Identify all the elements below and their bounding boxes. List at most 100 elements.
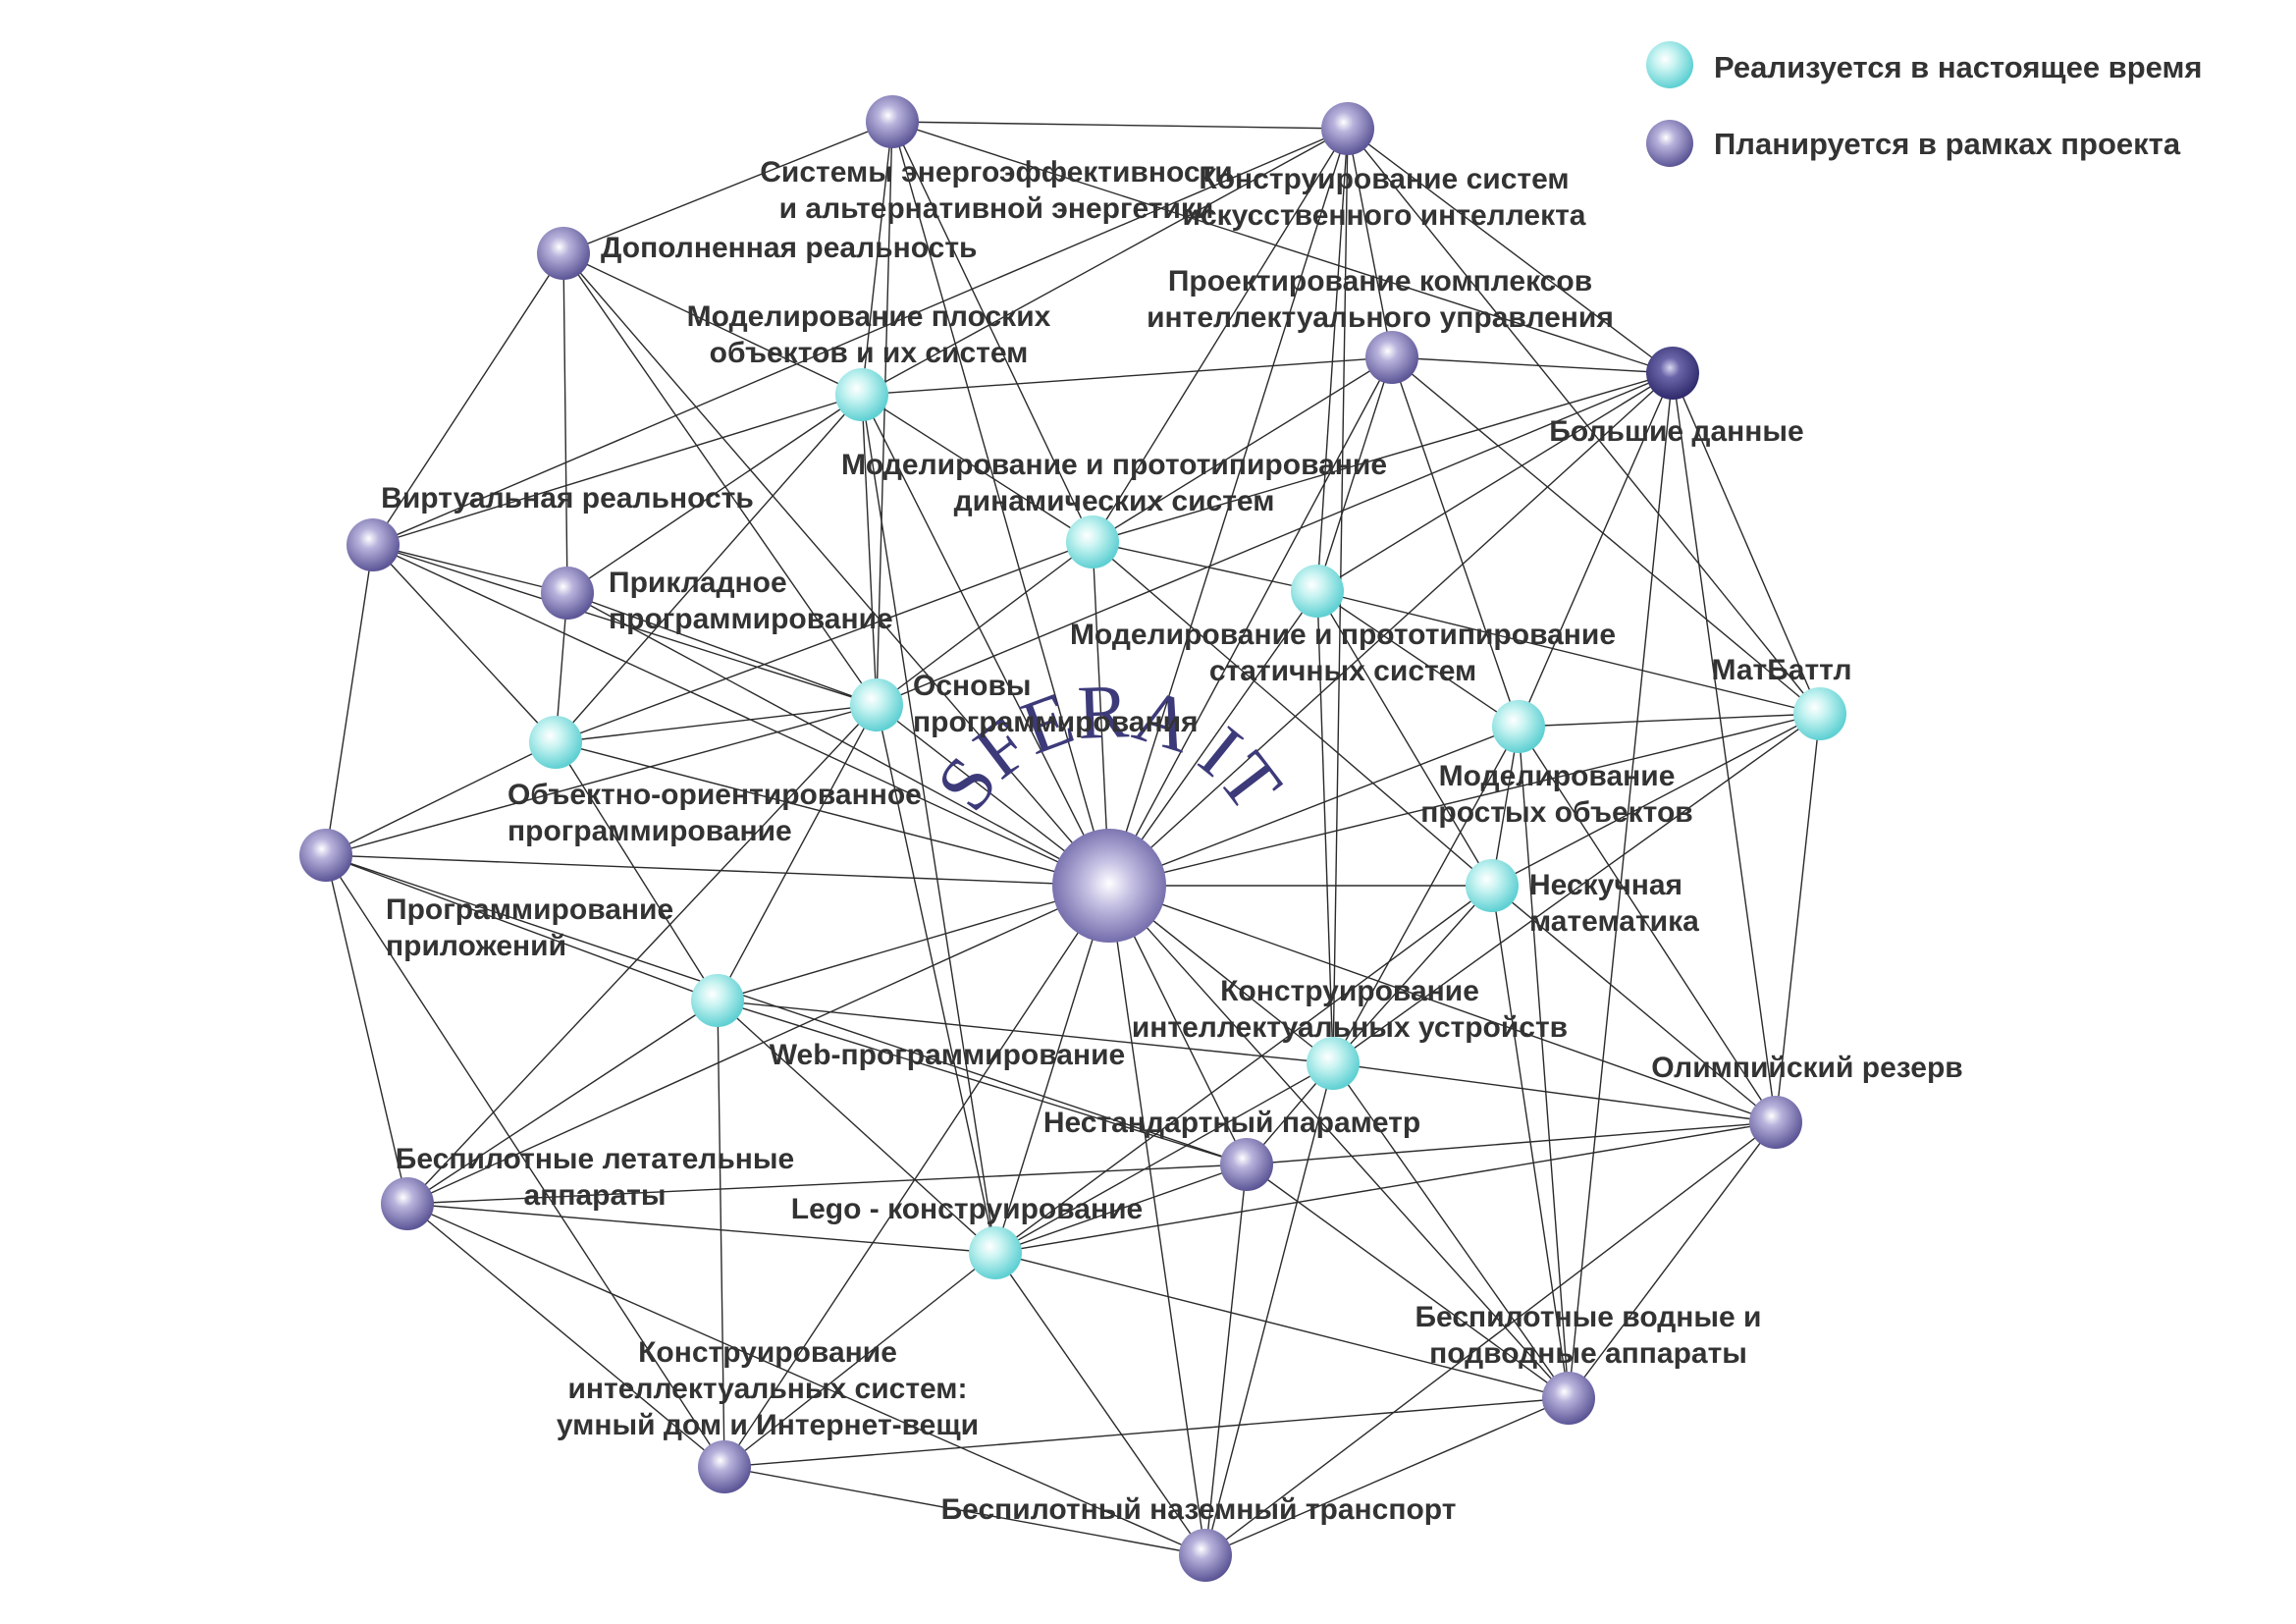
- edge-bigdata-water: [1568, 372, 1674, 1399]
- edge-static-math: [1316, 590, 1493, 887]
- legend-planned-marker: [1646, 120, 1693, 167]
- edge-devices-ground: [1204, 1062, 1334, 1556]
- edge-ai-static: [1316, 128, 1349, 592]
- node-mathbattle: [1793, 687, 1846, 740]
- node-label-line: Моделирование и прототипирование: [841, 449, 1387, 481]
- edge-center-water: [1108, 885, 1570, 1399]
- node-label-line: Основы: [913, 670, 1032, 702]
- edge-web-lego: [717, 1000, 996, 1254]
- node-center: [1052, 829, 1166, 943]
- node-label-lego: Lego - конструирование: [791, 1193, 1143, 1225]
- edge-bigdata-mathbattle: [1672, 372, 1821, 715]
- edge-center-dynamic: [1092, 541, 1110, 887]
- node-label-vr: Виртуальная реальность: [381, 482, 754, 514]
- edge-control-simple: [1391, 356, 1520, 728]
- edge-ar-basics: [562, 252, 878, 706]
- node-energy: [866, 95, 919, 148]
- edge-control-mathbattle: [1391, 356, 1821, 715]
- node-uav: [381, 1177, 434, 1230]
- edge-ai-bigdata: [1347, 128, 1674, 374]
- node-label-line: умный дом и Интернет-вещи: [557, 1409, 979, 1441]
- edge-ar-flat: [562, 252, 863, 396]
- edge-center-olymp: [1108, 885, 1777, 1123]
- edge-uav-lego: [406, 1203, 996, 1254]
- edge-olymp-param: [1246, 1121, 1777, 1165]
- edge-web-param: [717, 1000, 1248, 1165]
- node-simple: [1492, 700, 1545, 753]
- node-label-line: Объектно-ориентированное: [507, 779, 922, 811]
- node-label-line: Системы энергоэффективности: [760, 156, 1232, 189]
- node-label-line: программирование: [507, 815, 792, 847]
- edge-water-ground: [1204, 1397, 1570, 1556]
- edge-basics-apps: [325, 704, 878, 856]
- edge-param-lego: [994, 1164, 1248, 1254]
- node-label-olymp: Олимпийский резерв: [1651, 1052, 1963, 1084]
- edge-energy-ar: [562, 121, 893, 254]
- edge-apps-param: [325, 854, 1248, 1165]
- node-label-oop: Объектно-ориентированное программирование: [507, 779, 922, 847]
- edge-param-water: [1246, 1164, 1570, 1399]
- node-label-bigdata: Большие данные: [1549, 415, 1803, 448]
- edge-math-lego: [994, 885, 1493, 1254]
- node-basics: [850, 678, 903, 731]
- edge-param-uav: [406, 1164, 1248, 1205]
- edge-center-uav: [406, 885, 1110, 1205]
- edge-apps-web: [325, 854, 719, 1001]
- legend-planned-label: Планируется в рамках проекта: [1714, 127, 2181, 161]
- node-label-ground: Беспилотный наземный транспорт: [941, 1493, 1457, 1526]
- edge-param-ground: [1204, 1164, 1248, 1556]
- legend-current-label: Реализуется в настоящее время: [1714, 50, 2203, 84]
- edge-center-apps: [325, 854, 1110, 887]
- edge-center-ground: [1108, 885, 1206, 1556]
- node-label-line: Олимпийский резерв: [1651, 1052, 1963, 1084]
- node-label-line: Беспилотные летательные: [396, 1143, 794, 1175]
- edge-basics-oop: [555, 704, 878, 743]
- edge-simple-math: [1491, 726, 1520, 887]
- edge-olymp-water: [1568, 1121, 1777, 1399]
- legend-current-marker: [1646, 41, 1693, 88]
- node-label-line: Моделирование и прототипирование: [1070, 619, 1616, 651]
- edge-control-static: [1316, 356, 1393, 592]
- node-label-line: Моделирование: [1439, 760, 1676, 792]
- edge-energy-basics: [876, 121, 893, 706]
- node-water: [1542, 1372, 1595, 1425]
- node-label-line: Большие данные: [1549, 415, 1803, 448]
- node-label-line: статичных систем: [1209, 655, 1476, 687]
- node-label-line: Беспилотные водные и: [1415, 1301, 1761, 1333]
- edge-control-dynamic: [1092, 356, 1393, 543]
- edge-center-smarthome: [723, 885, 1110, 1468]
- edge-center-oop: [555, 741, 1110, 887]
- node-label-line: интеллектуального управления: [1147, 301, 1614, 334]
- edge-ai-dynamic: [1092, 128, 1349, 543]
- edge-ai-vr: [372, 128, 1349, 546]
- edge-mathbattle-devices: [1332, 713, 1821, 1064]
- edge-flat-oop: [555, 394, 863, 743]
- node-label-line: искусственного интеллекта: [1183, 199, 1586, 232]
- edge-math-olymp: [1491, 885, 1777, 1123]
- node-vr: [347, 518, 400, 571]
- node-label-line: приложений: [386, 930, 566, 962]
- node-label-line: Дополненная реальность: [601, 232, 977, 264]
- edge-dynamic-basics: [876, 541, 1094, 706]
- edge-devices-water: [1332, 1062, 1570, 1399]
- node-label-line: Конструирование: [1220, 975, 1479, 1007]
- edge-apps-uav: [325, 854, 408, 1205]
- edge-web-uav: [406, 1000, 719, 1205]
- node-label-line: Прикладное: [609, 567, 787, 599]
- edge-applied-basics: [566, 592, 878, 706]
- edge-static-mathbattle: [1316, 590, 1821, 715]
- edge-devices-olymp: [1332, 1062, 1777, 1123]
- edge-ai-flat: [861, 128, 1349, 396]
- node-web: [691, 974, 744, 1027]
- node-static: [1291, 565, 1344, 618]
- edge-control-bigdata: [1391, 356, 1674, 374]
- edge-static-simple: [1316, 590, 1520, 728]
- edge-ar-applied: [562, 252, 568, 594]
- node-applied: [541, 567, 594, 620]
